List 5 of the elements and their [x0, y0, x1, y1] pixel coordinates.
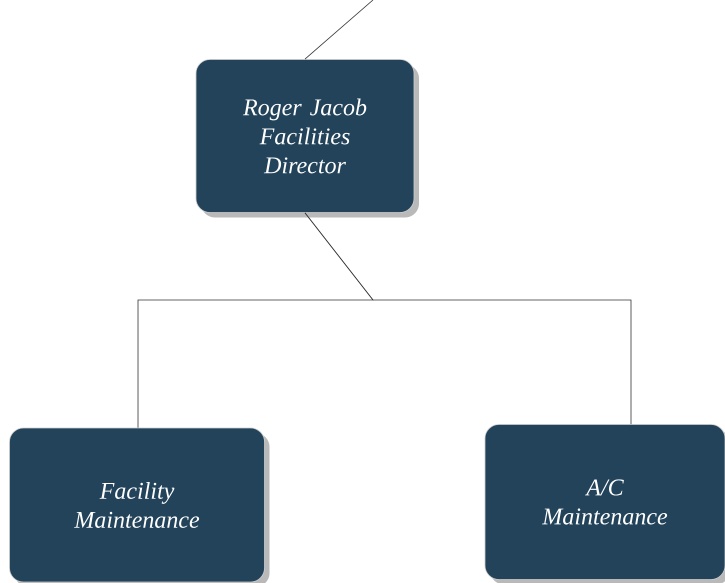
org-box: Roger Jacob Facilities Director — [196, 59, 419, 218]
org-box: A/C Maintenance — [484, 424, 725, 583]
connector-line — [304, 212, 632, 424]
connector-line — [304, 0, 374, 60]
org-box: Facility Maintenance — [9, 428, 270, 583]
